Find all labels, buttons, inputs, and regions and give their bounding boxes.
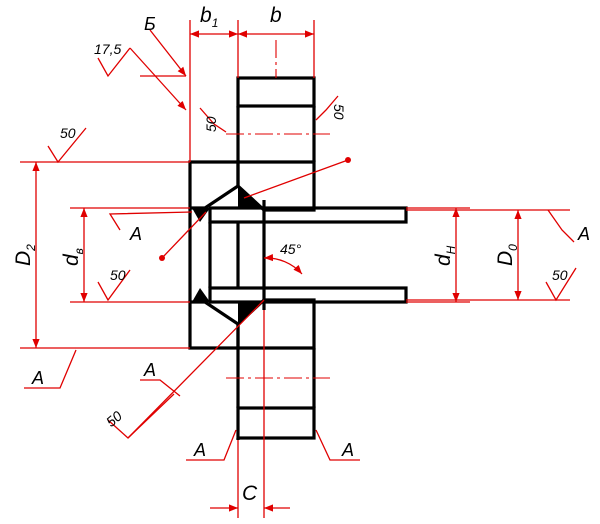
labels: b1 b Б 17,5 50 50 50 D2 dв A 50 45° dН D… bbox=[12, 4, 590, 505]
label-roughness-50-dv: 50 bbox=[110, 267, 126, 283]
label-D0: D0 bbox=[494, 244, 520, 266]
pipe-lower-wall bbox=[208, 286, 408, 304]
label-b1: b1 bbox=[200, 4, 218, 30]
label-roughness-50-right-top: 50 bbox=[331, 104, 347, 120]
label-angle-45: 45° bbox=[280, 241, 302, 257]
weld-lower-left bbox=[192, 288, 210, 302]
label-A-bottom-left: A bbox=[193, 440, 206, 460]
flange-body bbox=[188, 76, 408, 440]
weld-upper-left bbox=[192, 208, 210, 222]
label-A-dv: A bbox=[129, 224, 142, 244]
dimension-lines bbox=[20, 20, 577, 518]
center-lines bbox=[226, 40, 330, 379]
flange-top-section bbox=[236, 76, 316, 108]
label-A-d0: A bbox=[577, 224, 590, 244]
label-roughness-17-5: 17,5 bbox=[94, 41, 121, 57]
label-D2: D2 bbox=[12, 244, 38, 266]
label-A-bottom-right: A bbox=[341, 440, 354, 460]
flange-bottom-section bbox=[236, 406, 316, 440]
label-C: C bbox=[242, 482, 258, 505]
label-b: b bbox=[270, 4, 282, 27]
label-roughness-50-d0: 50 bbox=[552, 267, 568, 283]
weld-upper bbox=[238, 186, 264, 208]
label-dv: dв bbox=[60, 248, 86, 266]
label-roughness-50-chamfer: 50 bbox=[103, 407, 125, 429]
label-roughness-50-d2: 50 bbox=[60, 125, 76, 141]
label-cyrillic-b: Б bbox=[144, 14, 156, 34]
pipe-upper-wall bbox=[208, 206, 408, 224]
label-A-d2: A bbox=[31, 368, 44, 388]
collar-upper-section bbox=[188, 160, 240, 210]
label-A-chamfer: A bbox=[143, 360, 156, 380]
collar-lower-section bbox=[188, 300, 240, 350]
label-roughness-50-left-top: 50 bbox=[203, 116, 219, 132]
label-dn: dН bbox=[432, 245, 458, 266]
